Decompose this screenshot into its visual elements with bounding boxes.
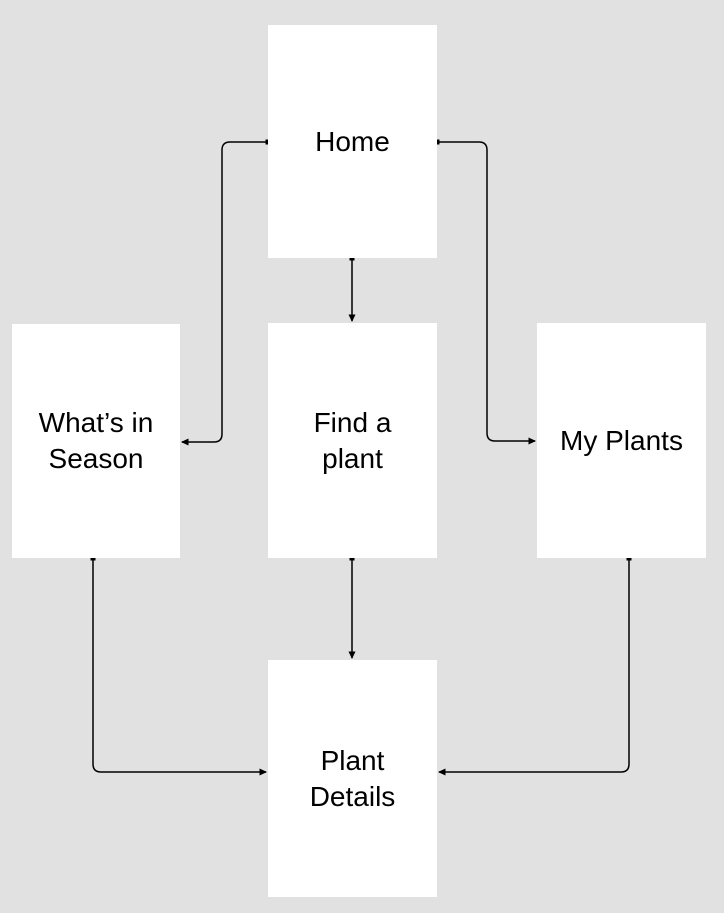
node-find-a-plant[interactable]: Find a plant <box>268 323 437 558</box>
node-plant-details-label: Plant Details <box>309 744 396 812</box>
node-whats-in-season[interactable]: What’s in Season <box>12 324 180 558</box>
node-home[interactable]: Home <box>268 25 437 258</box>
node-my-plants[interactable]: My Plants <box>537 323 706 558</box>
node-my-plants-label: My Plants <box>560 424 683 456</box>
connector-my-plants-to-plant-details[interactable] <box>438 555 632 776</box>
connector-whats-in-season-to-plant-details[interactable] <box>90 555 267 776</box>
connector-home-to-whats-in-season[interactable] <box>181 139 271 446</box>
node-find-a-plant-label: Find a plant <box>313 406 392 474</box>
node-plant-details[interactable]: Plant Details <box>268 660 437 897</box>
node-home-label: Home <box>315 125 390 157</box>
node-whats-in-season-label: What’s in Season <box>38 407 154 474</box>
connector-home-to-my-plants[interactable] <box>434 139 536 445</box>
